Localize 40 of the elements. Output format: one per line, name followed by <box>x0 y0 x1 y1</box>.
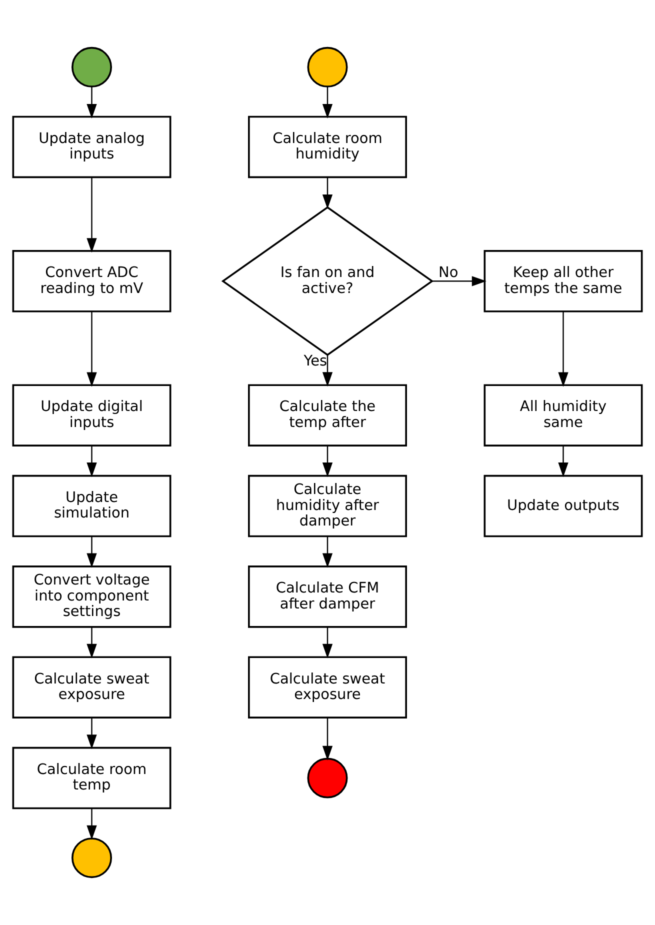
node-diamond: Is fan on and active? <box>221 206 434 356</box>
node-circle <box>307 758 348 798</box>
node-box: Calculate room temp <box>12 746 172 810</box>
arrow <box>86 177 97 253</box>
node-box: Calculate room humidity <box>248 116 407 178</box>
edge-label: Yes <box>304 354 328 370</box>
node-box: Calculate sweat exposure <box>12 656 172 718</box>
arrow <box>432 276 486 286</box>
arrow <box>86 536 97 568</box>
arrow <box>86 808 97 840</box>
node-box: Update analog inputs <box>12 116 172 178</box>
node-box: Calculate CFM after damper <box>248 566 407 628</box>
node-box: Update digital inputs <box>12 384 172 446</box>
node-box: Calculate the temp after <box>248 384 407 446</box>
arrow <box>322 536 333 568</box>
arrow <box>86 627 97 658</box>
arrow <box>86 312 97 387</box>
arrow <box>86 718 97 750</box>
arrow <box>322 177 333 209</box>
edge-label: No <box>438 265 458 282</box>
arrow <box>558 312 568 387</box>
node-box: Convert voltage into component settings <box>12 566 172 628</box>
node-box: All humidity same <box>484 384 643 446</box>
arrow <box>322 355 333 387</box>
arrow <box>322 718 333 760</box>
node-box: Calculate sweat exposure <box>248 656 407 718</box>
arrow <box>322 627 333 658</box>
node-circle <box>72 838 112 878</box>
node-box: Calculate humidity after damper <box>248 474 407 538</box>
node-circle <box>72 46 112 88</box>
arrow <box>86 86 97 118</box>
node-box: Keep all other temps the same <box>484 250 643 312</box>
arrow <box>558 446 568 478</box>
node-circle <box>307 46 348 88</box>
arrow <box>322 446 333 478</box>
node-box: Update simulation <box>12 474 172 538</box>
node-box: Update outputs <box>484 474 643 538</box>
node-box: Convert ADC reading to mV <box>12 250 172 312</box>
arrow <box>322 86 333 118</box>
arrow <box>86 446 97 478</box>
